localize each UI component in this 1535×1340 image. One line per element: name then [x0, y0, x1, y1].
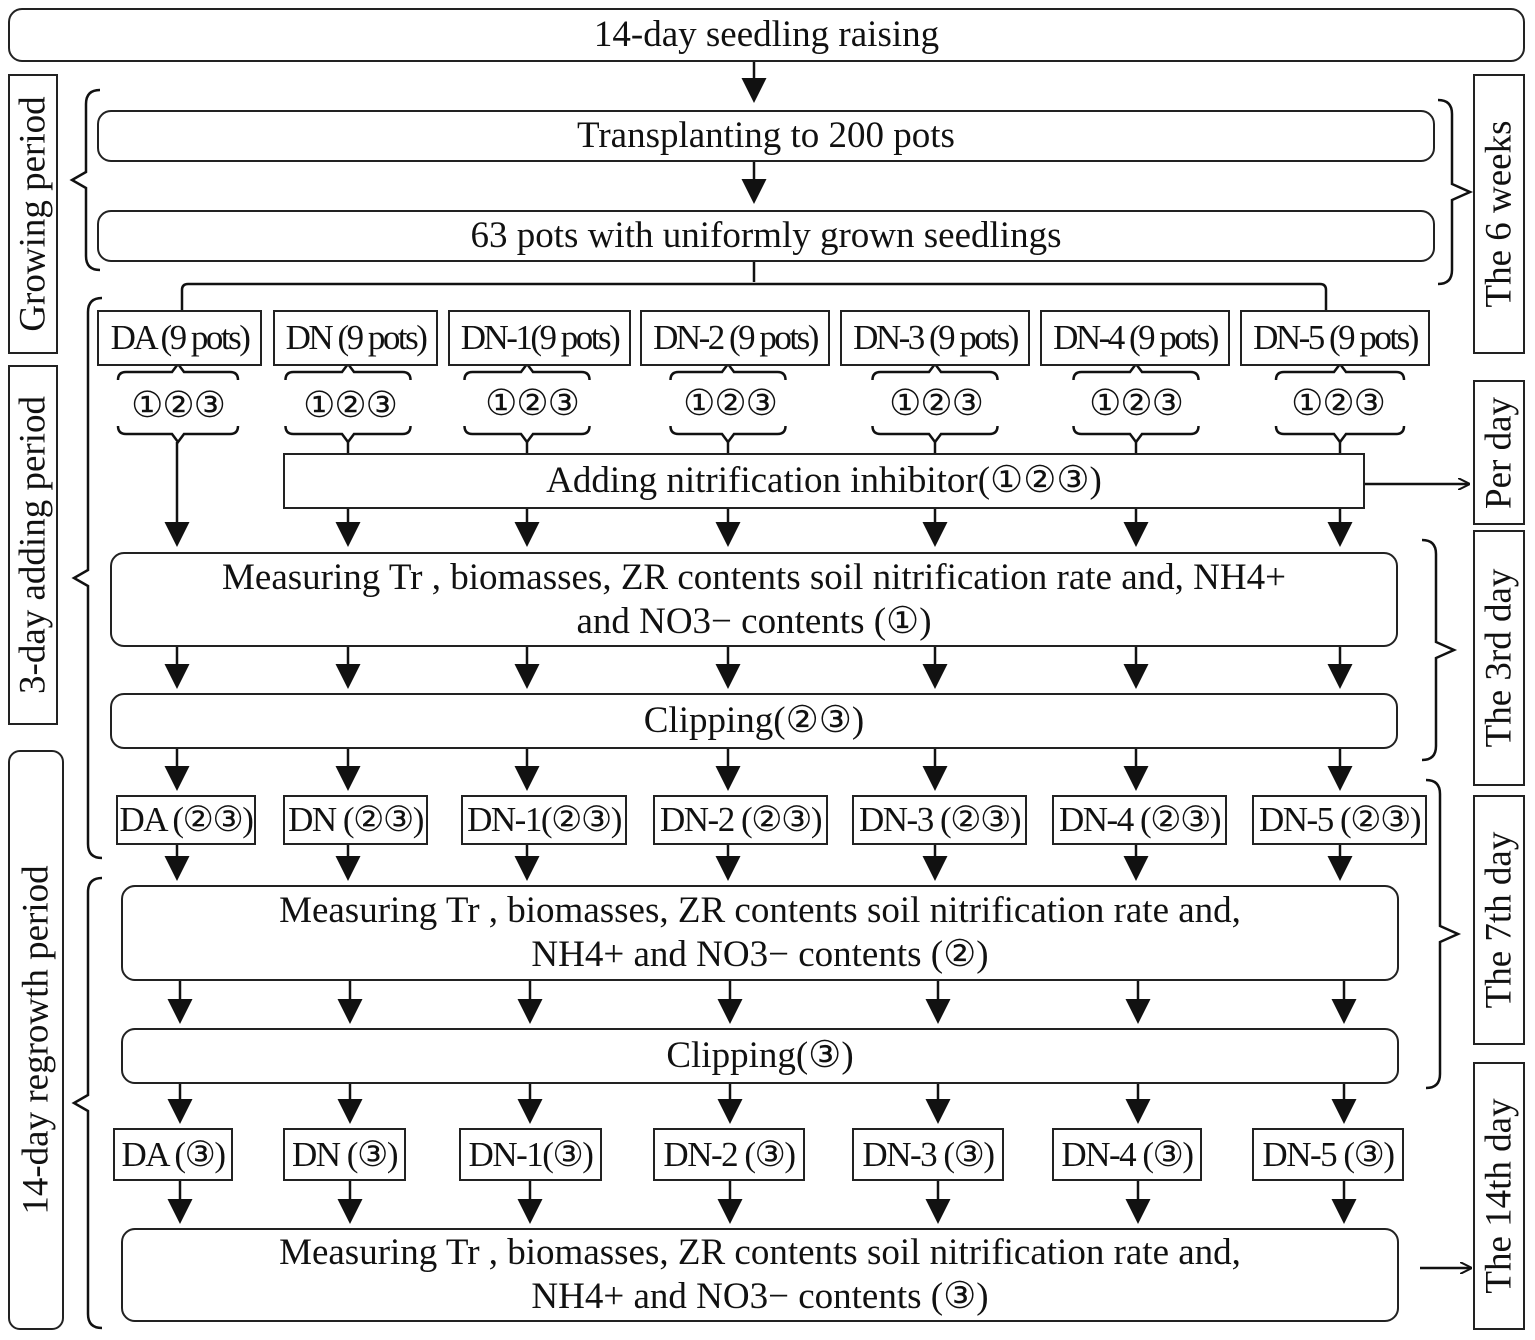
brace-third-day	[1421, 538, 1458, 762]
replicate-brace-top-1	[284, 361, 412, 381]
subgroup-da-3: DA (③)	[113, 1128, 233, 1181]
replicates-da: ①②③	[131, 385, 226, 425]
replicate-brace-bottom-0	[116, 425, 240, 445]
group-box-dn: DN (9 pots)	[273, 310, 438, 366]
replicate-brace-bottom-2	[463, 425, 591, 445]
brace-regrowth	[71, 876, 103, 1330]
group-box-dn5: DN-5 (9 pots)	[1240, 310, 1430, 366]
replicate-brace-top-6	[1274, 361, 1406, 381]
subgroup-dn3-3: DN-3 (③)	[852, 1128, 1004, 1181]
seedling-raising-box: 14-day seedling raising	[8, 8, 1525, 62]
group-box-da: DA (9 pots)	[97, 310, 262, 366]
measuring-1-line-2: and NO3− contents (①)	[576, 600, 932, 642]
subgroup-da-23: DA (②③)	[116, 795, 256, 845]
uniform-pots-box: 63 pots with uniformly grown seedlings	[97, 210, 1435, 262]
measuring-1-line-1: Measuring Tr , biomasses, ZR contents so…	[222, 556, 1286, 598]
subgroup-dn5-3: DN-5 (③)	[1252, 1128, 1404, 1181]
measuring-3-line-2: NH4+ and NO3− contents (③)	[531, 1276, 989, 1317]
replicate-brace-top-5	[1072, 361, 1200, 381]
subgroup-dn2-23: DN-2 (②③)	[653, 795, 828, 845]
transplanting-box: Transplanting to 200 pots	[97, 110, 1435, 162]
subgroup-dn3-23: DN-3 (②③)	[852, 795, 1027, 845]
subgroup-dn2-3: DN-2 (③)	[653, 1128, 805, 1181]
replicates-dn4: ①②③	[1089, 383, 1184, 423]
subgroup-dn1-23: DN-1(②③)	[461, 795, 627, 845]
six-weeks-label: The 6 weeks	[1473, 74, 1525, 354]
replicate-brace-top-3	[669, 361, 787, 381]
fourteenth-day-label: The 14th day	[1473, 1062, 1525, 1330]
group-box-dn1: DN-1(9 pots)	[448, 310, 631, 366]
replicates-dn3: ①②③	[889, 383, 984, 423]
seventh-day-label: The 7th day	[1473, 795, 1525, 1045]
split-bracket	[180, 262, 1328, 310]
subgroup-dn-3: DN (③)	[283, 1128, 406, 1181]
adding-period-label: 3-day adding period	[8, 365, 58, 725]
measuring-3-line-1: Measuring Tr , biomasses, ZR contents so…	[279, 1232, 1241, 1273]
measuring-box-3: Measuring Tr , biomasses, ZR contents so…	[121, 1228, 1399, 1322]
replicate-brace-bottom-6	[1274, 425, 1406, 445]
clipping-box-2: Clipping(③)	[121, 1028, 1399, 1084]
replicates-dn2: ①②③	[683, 383, 778, 423]
measuring-box-1: Measuring Tr , biomasses, ZR contents so…	[110, 552, 1398, 647]
subgroup-dn4-23: DN-4 (②③)	[1052, 795, 1227, 845]
replicate-brace-top-2	[463, 361, 591, 381]
regrowth-period-label: 14-day regrowth period	[8, 750, 64, 1330]
replicate-brace-bottom-1	[284, 425, 412, 445]
subgroup-dn-23: DN (②③)	[283, 795, 428, 845]
group-box-dn2: DN-2 (9 pots)	[640, 310, 830, 366]
clipping-box-1: Clipping(②③)	[110, 693, 1398, 749]
subgroup-dn5-23: DN-5 (②③)	[1252, 795, 1427, 845]
replicates-dn: ①②③	[303, 385, 398, 425]
third-day-label: The 3rd day	[1473, 530, 1525, 786]
replicate-brace-top-4	[871, 361, 999, 381]
group-box-dn4: DN-4 (9 pots)	[1040, 310, 1230, 366]
adding-inhibitor-box: Adding nitrification inhibitor(①②③)	[283, 453, 1365, 509]
per-day-label: Per day	[1473, 380, 1525, 525]
replicates-dn5: ①②③	[1291, 383, 1386, 423]
subgroup-dn1-3: DN-1(③)	[459, 1128, 602, 1181]
seedling-raising-label: 14-day seedling raising	[593, 14, 940, 55]
measuring-2-line-2: NH4+ and NO3− contents (②)	[531, 934, 989, 975]
replicate-brace-bottom-4	[871, 425, 999, 445]
brace-adding	[71, 296, 103, 860]
replicate-brace-bottom-5	[1072, 425, 1200, 445]
replicate-brace-top-0	[116, 361, 240, 381]
replicate-brace-bottom-3	[669, 425, 787, 445]
measuring-2-line-1: Measuring Tr , biomasses, ZR contents so…	[279, 890, 1241, 931]
brace-growing	[69, 88, 101, 272]
group-box-dn3: DN-3 (9 pots)	[840, 310, 1030, 366]
brace-seventh-day	[1425, 778, 1462, 1090]
growing-period-label: Growing period	[8, 74, 58, 354]
measuring-box-2: Measuring Tr , biomasses, ZR contents so…	[121, 885, 1399, 981]
subgroup-dn4-3: DN-4 (③)	[1052, 1128, 1202, 1181]
brace-six-weeks	[1437, 98, 1474, 286]
replicates-dn1: ①②③	[485, 383, 580, 423]
